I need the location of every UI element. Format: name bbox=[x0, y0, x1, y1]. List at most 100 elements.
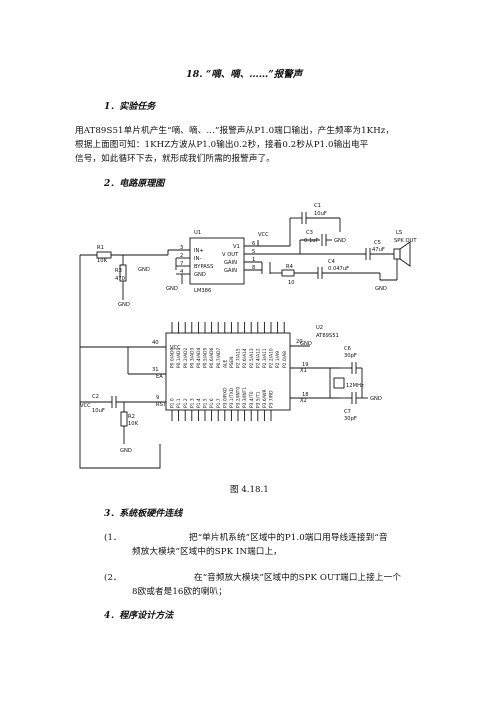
pin-19: 19 bbox=[302, 362, 309, 368]
u1-pin-v1: V1 bbox=[233, 244, 240, 250]
r2-label: R2 bbox=[128, 414, 135, 420]
wiring-item-2-number: (2． bbox=[104, 573, 122, 583]
gnd-label-u1: GND bbox=[166, 286, 178, 292]
r1-label: R1 bbox=[97, 245, 104, 251]
c1-value: 10uF bbox=[314, 211, 327, 217]
u2-top-pin-label: P2.5/A13 bbox=[249, 348, 255, 368]
u1-pin-num-4: 4 bbox=[180, 269, 184, 275]
vcc-label-rst: VCC bbox=[80, 403, 91, 409]
u1-pin-in-plus: IN+ bbox=[194, 248, 204, 254]
gnd-label-ls: GND bbox=[375, 286, 387, 292]
gnd-label-r2: GND bbox=[120, 448, 132, 454]
u2-top-pin-label: P0.6/AD6 bbox=[209, 348, 215, 368]
u2-bottom-pin-label: P1.3 bbox=[189, 398, 195, 408]
r4-value: 10 bbox=[288, 280, 295, 286]
page-title: 18. “嘀、嘀、……”报警声 bbox=[186, 69, 303, 80]
u2-top-pin-label: P2.6/A14 bbox=[242, 348, 248, 368]
task-line-1: 用AT89S51单片机产生“嘀、嘀、…”报警声从P1.0端口输出，产生频率为1K… bbox=[75, 126, 395, 136]
u2-bottom-pin-label: P1.0 bbox=[170, 398, 176, 408]
u2-bottom-pin-label: P1.1 bbox=[176, 398, 182, 408]
u2-bottom-pin-label: P3.7/RD bbox=[269, 390, 275, 408]
u2-top-pin-label: P0.0/AD0 bbox=[170, 348, 176, 368]
c3-value: 0.1uF bbox=[304, 238, 319, 244]
wiring-item-2-line1: 在“音频放大模块”区域中的SPK OUT端口上接上一个 bbox=[194, 573, 402, 583]
wiring-item-1-line1: 把“单片机系统”区域中的P1.0端口用导线连接到“音 bbox=[189, 533, 388, 543]
pin-9: 9 bbox=[156, 395, 159, 401]
c2-value: 10uF bbox=[92, 408, 105, 414]
u2-top-pin-label: P0.7/AD7 bbox=[216, 348, 222, 368]
gnd-label-1: GND bbox=[138, 267, 150, 273]
u2-bottom-pin-label: P3.2/INT0 bbox=[236, 387, 242, 408]
c1-label: C1 bbox=[314, 203, 321, 209]
c7-value: 30pF bbox=[344, 416, 357, 422]
u2-label: U2 bbox=[316, 325, 323, 331]
u2-top-pin-label: P0.5/AD5 bbox=[203, 348, 209, 368]
u2-pin-x1: X1 bbox=[300, 368, 307, 374]
gnd-label-r3: GND bbox=[118, 302, 130, 308]
u2-pin-x2: X2 bbox=[300, 398, 307, 404]
wiring-item-1-number: (1． bbox=[104, 533, 122, 543]
task-line-2: 根据上面图可知：1KHZ方波从P1.0输出0.2秒，接着0.2秒从P1.0输出电… bbox=[75, 140, 369, 150]
section-heading-program: 4．程序设计方法 bbox=[104, 611, 174, 621]
gnd-label-crystal: GND bbox=[370, 396, 382, 402]
u2-part: AT89S51 bbox=[316, 333, 339, 339]
u1-pin-gnd: GND bbox=[194, 272, 206, 278]
u2-bottom-pin-label: P3.4/T0 bbox=[249, 391, 255, 408]
u2-top-pin-label: P2.4/A12 bbox=[255, 348, 261, 368]
section-heading-task: 1．实验任务 bbox=[104, 102, 156, 112]
ls-label: LS bbox=[396, 230, 402, 236]
gnd-label-u2: GND bbox=[300, 341, 312, 347]
u2-top-pin-label: P2.3/A11 bbox=[262, 348, 268, 368]
r3-value: 470 bbox=[115, 276, 125, 282]
u2-top-pin-label: PSEN bbox=[229, 357, 235, 369]
r4-label: R4 bbox=[286, 264, 294, 270]
task-line-3: 信号，如此循环下去，就形成我们所需的报警声了。 bbox=[75, 154, 275, 164]
u2-top-pin-label: P2.7/A15 bbox=[236, 348, 242, 368]
r3-label: R3 bbox=[115, 268, 122, 274]
u2-bottom-pin-label: P1.6 bbox=[209, 398, 215, 408]
c7-label: C7 bbox=[344, 409, 351, 415]
c5-value: 47uF bbox=[372, 247, 385, 253]
u2-bottom-pin-label: P3.5/T1 bbox=[255, 391, 261, 408]
u2-top-pin-label: P0.3/AD3 bbox=[189, 348, 195, 368]
c4-value: 0.047uF bbox=[328, 266, 349, 272]
u2-bottom-pin-label: P3.3/INT1 bbox=[242, 387, 248, 408]
u2-bottom-pin-label: P1.7 bbox=[216, 398, 222, 408]
wiring-item-1-line2: 频放大模块”区域中的SPK IN端口上， bbox=[132, 547, 282, 557]
u1-pin-num-2: 2 bbox=[180, 253, 183, 259]
c5-label: C5 bbox=[374, 240, 381, 246]
c6-value: 30pF bbox=[344, 353, 357, 359]
u1-pin-num-1: 1 bbox=[252, 257, 255, 263]
ls-value: SPK OUT bbox=[394, 238, 417, 244]
u1-pin-num-8: 8 bbox=[252, 265, 255, 271]
pin-18: 18 bbox=[302, 392, 309, 398]
c2-label: C2 bbox=[92, 394, 99, 400]
u2-top-pin-label: P0.1/AD1 bbox=[176, 348, 182, 368]
u2-pin-vcc: VCC bbox=[170, 345, 181, 351]
u1-label: U1 bbox=[194, 230, 201, 236]
pin-20: 20 bbox=[296, 339, 303, 345]
u2-top-pin-label: ALE bbox=[222, 360, 228, 368]
wiring-item-2-line2: 8欧或者是16欧的喇叭； bbox=[132, 587, 227, 597]
section-heading-wiring: 3．系统板硬件连线 bbox=[104, 509, 183, 519]
u2-bottom-pin-label: P3.6/WR bbox=[262, 389, 268, 408]
u2-bottom-pin-label: P1.4 bbox=[196, 398, 202, 408]
u1-pin-num-5: 5 bbox=[252, 249, 255, 255]
u2-bottom-pin-label: P3.1/TXD bbox=[229, 387, 235, 408]
u1-pin-bypass: BYPASS bbox=[194, 264, 213, 270]
r1-value: 10K bbox=[97, 258, 108, 264]
vcc-label: VCC bbox=[258, 232, 269, 238]
u1-part: LM386 bbox=[194, 288, 211, 294]
u1-pin-num-7: 7 bbox=[180, 261, 183, 267]
u2-bottom-pin-label: P3.0/RXD bbox=[222, 387, 228, 408]
figure-caption: 图 4.18.1 bbox=[230, 485, 269, 495]
u2-top-pin-label: P2.2/A10 bbox=[269, 348, 275, 368]
u1-pin-gain-1: GAIN bbox=[224, 260, 237, 266]
u1-pin-gain-2: GAIN bbox=[224, 268, 237, 274]
r2-value: 10K bbox=[128, 421, 139, 427]
gnd-label-c3: GND bbox=[334, 238, 346, 244]
c3-label: C3 bbox=[306, 230, 313, 236]
u1-pin-num-3: 3 bbox=[180, 245, 183, 251]
u1-pin-num-6: 6 bbox=[252, 241, 255, 247]
